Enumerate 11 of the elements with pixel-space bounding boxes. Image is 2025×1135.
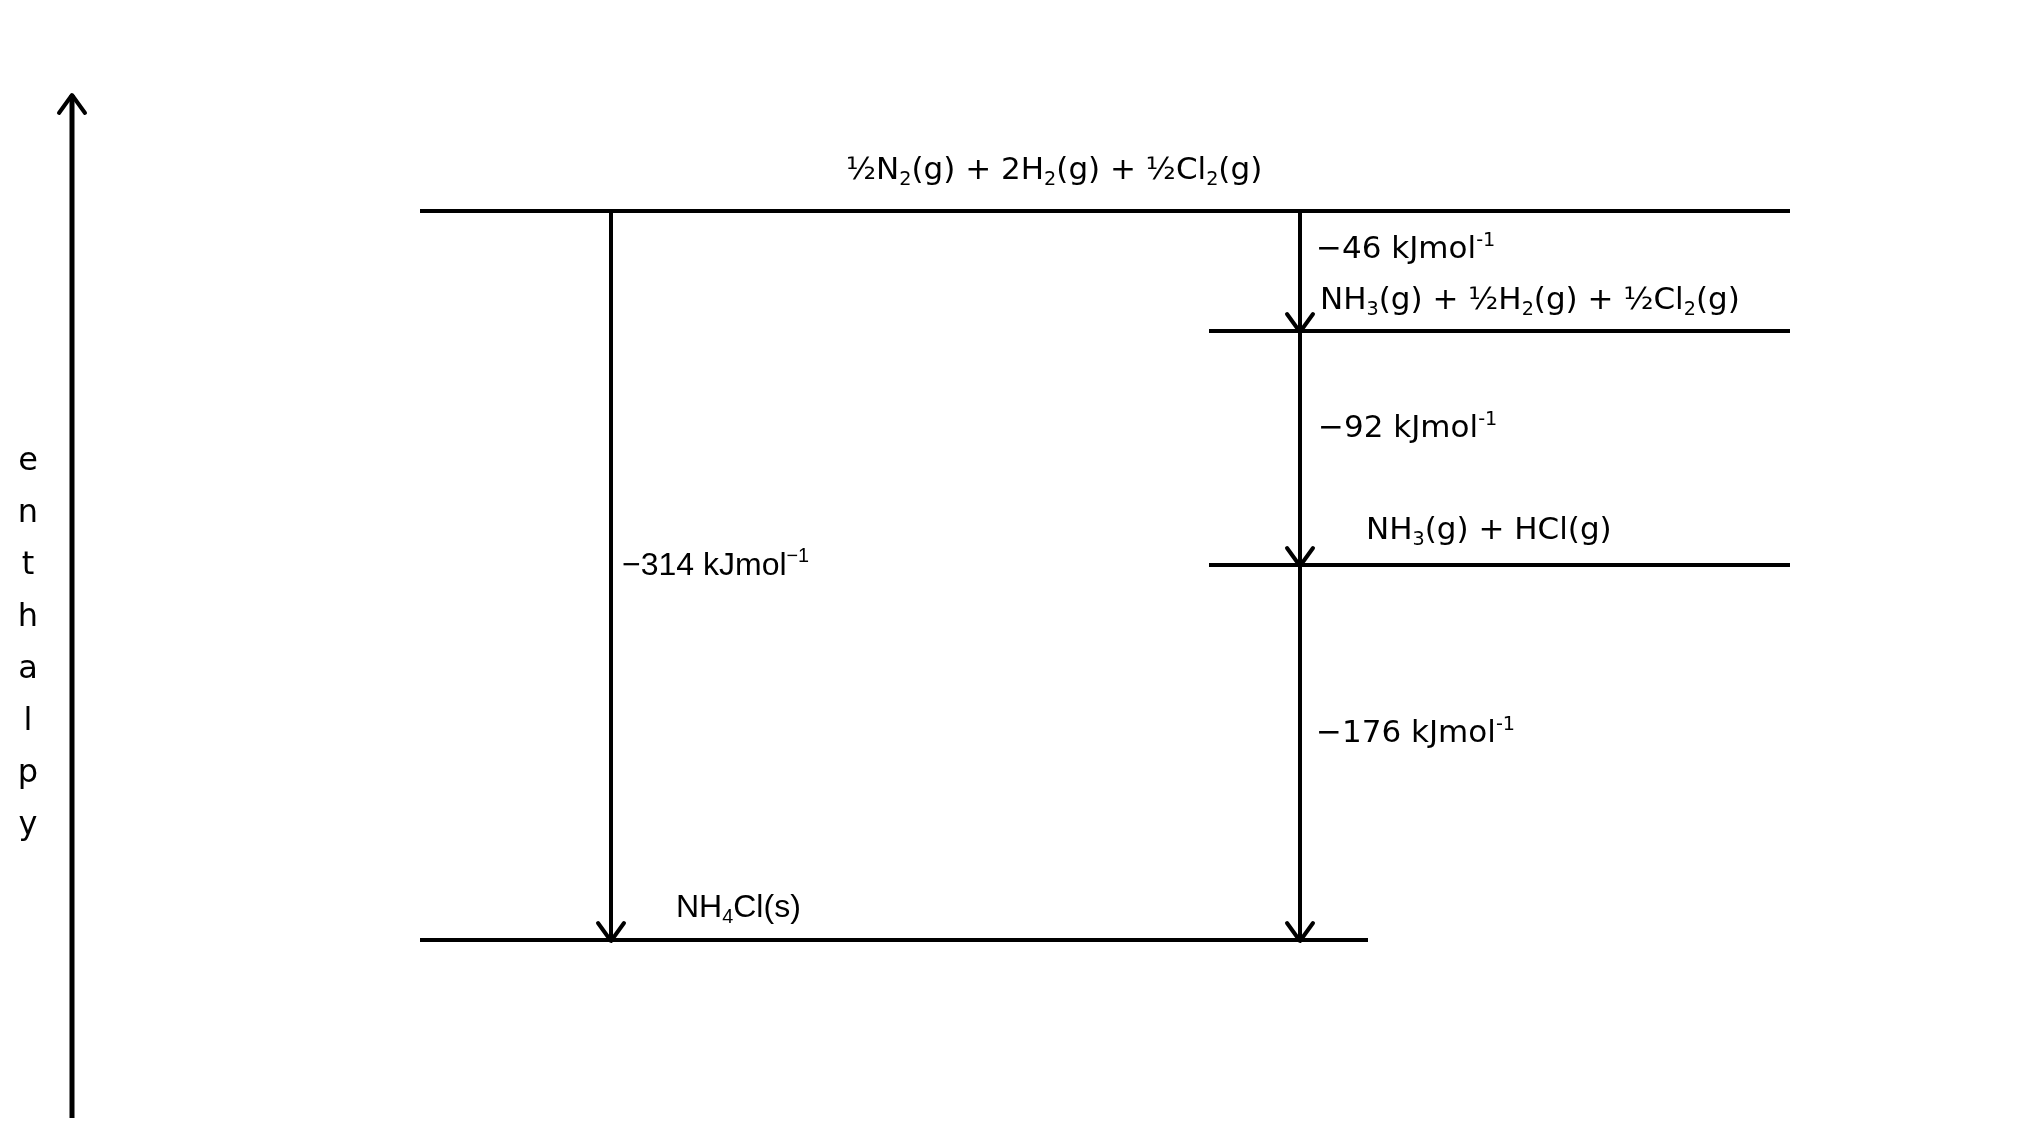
formula-label: NH$_{3}$(g) + ½H$_{2}$(g) + ½Cl$_{2}$(g) xyxy=(1320,279,1740,318)
edge-label: −176 kJmol$^{-1}$ xyxy=(1316,711,1516,751)
axis-label: enthalpy xyxy=(12,440,44,856)
edge-label: −92 kJmol$^{-1}$ xyxy=(1318,406,1498,446)
edge-label: −314 kJmol$^{−1}$ xyxy=(622,544,810,584)
arrow xyxy=(1285,567,1315,943)
formula-label: NH$_{4}$Cl(s) xyxy=(676,887,801,926)
formula-label: ½N$_{2}$(g) + 2H$_{2}$(g) + ½Cl$_{2}$(g) xyxy=(846,149,1263,188)
arrow xyxy=(596,213,626,943)
edge-label: −46 kJmol$^{-1}$ xyxy=(1316,227,1496,267)
formula-label: NH$_{3}$(g) + HCl(g) xyxy=(1366,509,1612,548)
